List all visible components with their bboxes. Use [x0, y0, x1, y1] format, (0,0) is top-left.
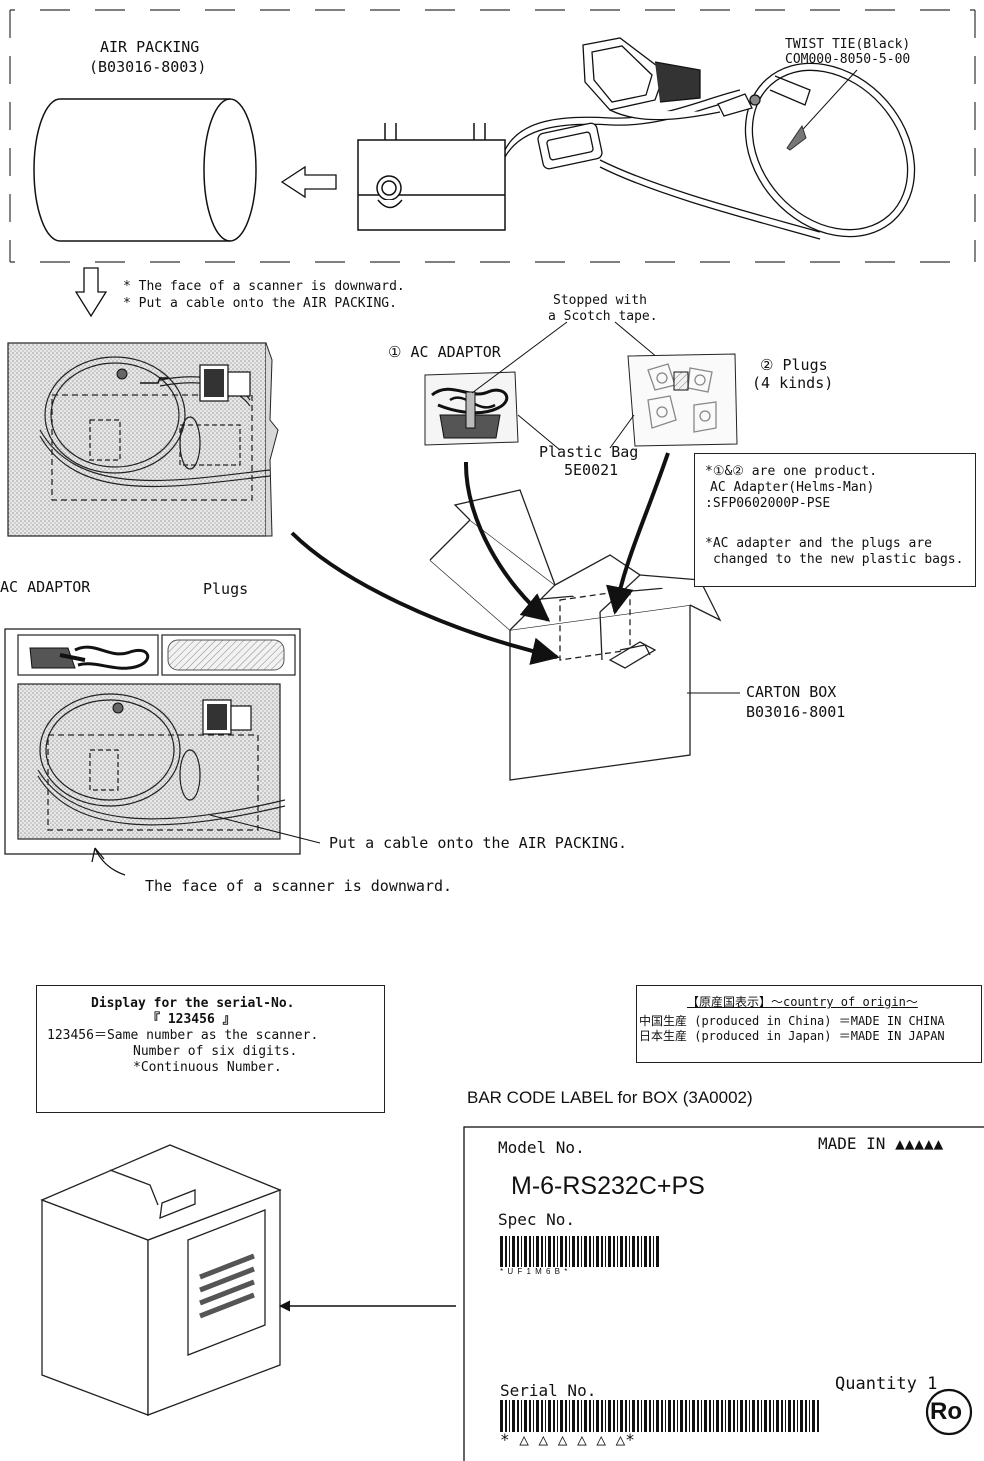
serial-barcode-text: * △ △ △ △ △ △*	[500, 1431, 635, 1449]
packed-scanner-upper	[8, 343, 278, 536]
country-origin-box: 【原産国表示】～country of origin～ 中国生産 (produce…	[636, 985, 982, 1063]
db9-connector	[583, 38, 720, 120]
plastic-bag-label-2: 5E0021	[564, 461, 618, 479]
serial-box-line-2: Number of six digits.	[133, 1044, 297, 1059]
model-no-label: Model No.	[498, 1139, 585, 1157]
plugs-bag	[628, 354, 737, 446]
spec-barcode-text: * U F 1 M 6 B *	[500, 1267, 568, 1277]
quantity-label: Quantity 1	[835, 1375, 937, 1393]
tray-plugs-label: Plugs	[203, 580, 248, 598]
info-line-4: *AC adapter and the plugs are	[705, 536, 932, 551]
air-packing-label: AIR PACKING	[100, 38, 199, 56]
twist-tie-label: TWIST TIE(Black)	[785, 37, 910, 52]
note-face-down: * The face of a scanner is downward.	[123, 279, 405, 294]
labelled-box	[42, 1145, 280, 1415]
made-in-label: MADE IN ▲▲▲▲▲	[818, 1135, 943, 1153]
hollow-left-arrow	[282, 167, 336, 197]
stopped-label-1: Stopped with	[553, 293, 647, 308]
barcode-label-caption: BAR CODE LABEL for BOX (3A0002)	[467, 1089, 753, 1107]
packed-tray-lower	[5, 629, 300, 854]
origin-china: 中国生産 (produced in China) ＝MADE IN CHINA	[639, 1014, 945, 1029]
plastic-bag-label-1: Plastic Bag	[539, 443, 638, 461]
hollow-down-arrow	[76, 268, 106, 316]
serial-box-title: Display for the serial-No.	[91, 996, 295, 1011]
scanner-body	[358, 123, 505, 230]
serial-no-label: Serial No.	[500, 1382, 596, 1400]
product-info-box: *①&② are one product. AC Adapter(Helms-M…	[694, 453, 976, 587]
face-down-note: The face of a scanner is downward.	[145, 877, 452, 895]
info-line-3: :SFP0602000P-PSE	[705, 496, 830, 511]
serial-box-sample: 『 123456 』	[147, 1012, 236, 1027]
air-packing-roll	[34, 99, 256, 241]
model-no-value: M-6-RS232C+PS	[511, 1171, 705, 1201]
ro-mark: Ro	[930, 1398, 962, 1426]
serial-box-line-3: *Continuous Number.	[133, 1060, 282, 1075]
air-packing-part-no: (B03016-8003)	[89, 58, 206, 76]
twist-tie-part-no: COM000-8050-5-00	[785, 52, 910, 67]
ac-adaptor-item-label: ① AC ADAPTOR	[388, 343, 501, 361]
origin-title: 【原産国表示】～country of origin～	[687, 995, 918, 1010]
mini-din-plug	[718, 94, 760, 116]
ac-adaptor-bag	[425, 372, 518, 445]
carton-box-part-no: B03016-8001	[746, 703, 845, 721]
plugs-item-label-2: (4 kinds)	[752, 374, 833, 392]
note-cable: * Put a cable onto the AIR PACKING.	[123, 296, 397, 311]
info-line-1: *①&② are one product.	[705, 464, 877, 479]
tray-ac-adaptor-label: AC ADAPTOR	[0, 578, 90, 596]
serial-display-box: Display for the serial-No. 『 123456 』 12…	[36, 985, 385, 1113]
carton-box-label: CARTON BOX	[746, 683, 836, 701]
put-cable-note: Put a cable onto the AIR PACKING.	[329, 834, 627, 852]
serial-box-line-1: 123456＝Same number as the scanner.	[47, 1028, 318, 1043]
twist-tie-mark	[787, 126, 806, 150]
info-line-5: changed to the new plastic bags.	[713, 552, 963, 567]
plugs-item-label-1: ② Plugs	[760, 356, 828, 374]
spec-no-label: Spec No.	[498, 1211, 575, 1229]
info-line-2: AC Adapter(Helms-Man)	[710, 480, 874, 495]
stopped-label-2: a Scotch tape.	[548, 309, 658, 324]
origin-japan: 日本生産 (produced in Japan) ＝MADE IN JAPAN	[639, 1029, 945, 1044]
